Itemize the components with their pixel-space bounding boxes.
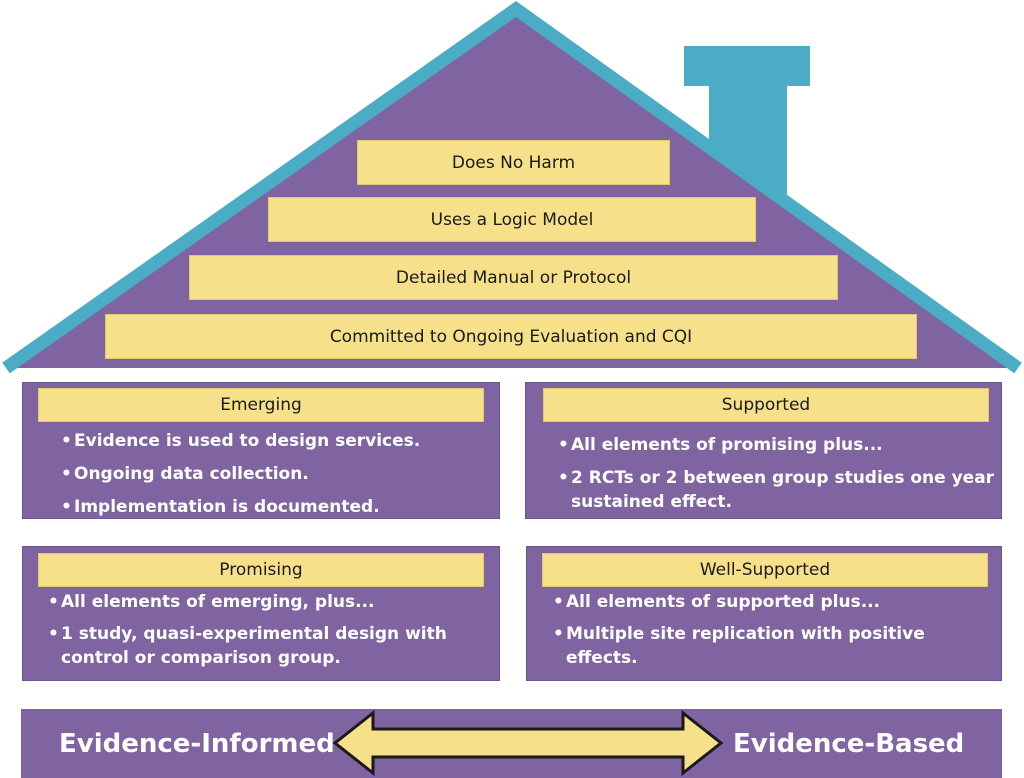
promising-title: Promising xyxy=(38,553,484,587)
emerging-box: Emerging Evidence is used to design serv… xyxy=(22,382,500,519)
roof-level-3: Detailed Manual or Protocol xyxy=(189,255,838,300)
double-arrow-icon xyxy=(332,709,724,777)
supported-title: Supported xyxy=(543,388,989,422)
list-item: All elements of supported plus... xyxy=(553,590,973,614)
evidence-spectrum-bar: Evidence-Informed Evidence-Based xyxy=(21,709,1002,778)
list-item: Multiple site replication with positive … xyxy=(553,622,973,670)
well-supported-title: Well-Supported xyxy=(542,553,988,587)
roof-level-1: Does No Harm xyxy=(357,140,670,185)
chimney-cap xyxy=(684,46,810,86)
roof-level-2: Uses a Logic Model xyxy=(268,197,756,242)
emerging-bullets: Evidence is used to design services. Ong… xyxy=(61,429,491,519)
promising-bullets: All elements of emerging, plus... 1 stud… xyxy=(48,590,488,670)
emerging-title: Emerging xyxy=(38,388,484,422)
list-item: All elements of emerging, plus... xyxy=(48,590,488,614)
evidence-based-label: Evidence-Based xyxy=(733,728,965,759)
list-item: Ongoing data collection. xyxy=(61,462,491,486)
supported-bullets: All elements of promising plus... 2 RCTs… xyxy=(558,433,998,514)
list-item: 2 RCTs or 2 between group studies one ye… xyxy=(558,466,998,514)
roof-level-4: Committed to Ongoing Evaluation and CQI xyxy=(105,314,917,359)
evidence-informed-label: Evidence-Informed xyxy=(59,728,335,759)
list-item: Implementation is documented. xyxy=(61,495,491,519)
well-supported-box: Well-Supported All elements of supported… xyxy=(526,546,1002,681)
supported-box: Supported All elements of promising plus… xyxy=(525,382,1002,519)
well-supported-bullets: All elements of supported plus... Multip… xyxy=(553,590,973,670)
roof-outline xyxy=(2,1,1022,374)
list-item: 1 study, quasi-experimental design with … xyxy=(48,622,488,670)
list-item: Evidence is used to design services. xyxy=(61,429,491,453)
promising-box: Promising All elements of emerging, plus… xyxy=(22,546,500,681)
list-item: All elements of promising plus... xyxy=(558,433,998,457)
